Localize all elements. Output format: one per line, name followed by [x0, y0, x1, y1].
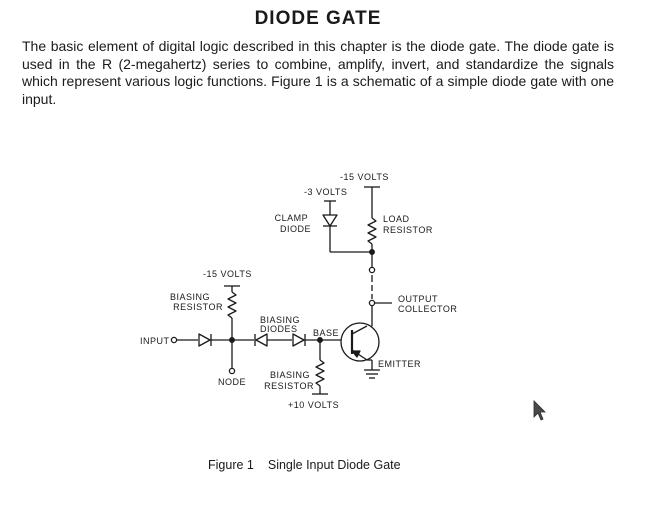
label-biasing-diodes: BIASING DIODES [260, 315, 303, 334]
label-biasing-resistor-top: BIASING RESISTOR [170, 292, 223, 312]
load-resistor [364, 186, 380, 267]
input-path [170, 333, 254, 347]
mouse-pointer-icon [533, 400, 546, 421]
label-biasing-resistor-bottom: BIASING RESISTOR [264, 370, 314, 391]
output-collector-line [365, 266, 392, 332]
figure-caption: Figure 1 Single Input Diode Gate [208, 458, 401, 472]
label-output-collector: OUTPUT COLLECTOR [398, 294, 457, 314]
label-load-resistor: LOAD RESISTOR [383, 214, 433, 235]
label-clamp-diode: CLAMP DIODE [275, 213, 311, 234]
biasing-resistor-top [224, 285, 240, 340]
intro-paragraph: The basic element of digital logic descr… [22, 38, 614, 107]
biasing-resistor-bottom [312, 340, 328, 395]
page-title: DIODE GATE [254, 8, 382, 29]
clamp-diode [322, 200, 375, 255]
label-supply-load: -15 VOLTS [340, 172, 389, 182]
label-supply-bias: -15 VOLTS [203, 269, 252, 279]
transistor [340, 322, 380, 379]
label-supply-positive: +10 VOLTS [288, 400, 339, 410]
node-terminal [228, 340, 236, 375]
label-emitter: EMITTER [378, 359, 421, 369]
label-base: BASE [313, 328, 339, 338]
label-clamp-voltage: -3 VOLTS [304, 187, 347, 197]
label-input: INPUT [140, 336, 170, 346]
figure-number: Figure 1 [208, 458, 254, 472]
label-node: NODE [218, 377, 246, 387]
figure-title: Single Input Diode Gate [267, 458, 401, 472]
